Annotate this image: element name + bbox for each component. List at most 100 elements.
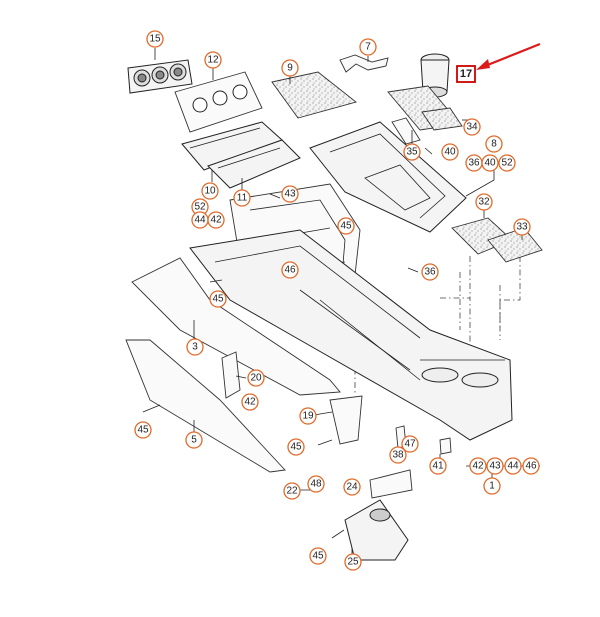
svg-text:41: 41 [432,461,444,472]
callout-38: 38 [389,446,407,464]
svg-text:36: 36 [424,267,436,278]
callout-42a: 42 [207,211,225,229]
svg-text:42: 42 [210,215,222,226]
callout-35: 35 [403,143,421,161]
callout-52a: 52 [498,154,516,172]
svg-text:36: 36 [468,158,480,169]
part-clip-41 [439,437,452,455]
callout-45a: 45 [337,217,355,235]
part-switch-panel [127,59,193,94]
assembly-lines [289,200,521,395]
svg-text:32: 32 [478,197,490,208]
svg-text:44: 44 [507,461,519,472]
callout-3: 3 [186,338,204,356]
callout-46b: 46 [522,457,540,475]
callout-12: 12 [204,51,222,69]
svg-text:5: 5 [191,435,197,446]
part-mat-9 [271,71,357,119]
callout-11: 11 [233,189,251,207]
svg-text:43: 43 [489,461,501,472]
callout-46a: 46 [281,261,299,279]
callout-45c: 45 [134,421,152,439]
part-side-panel-5 [125,339,286,473]
svg-text:45: 45 [312,551,324,562]
svg-text:12: 12 [207,55,219,66]
svg-text:52: 52 [501,158,513,169]
part-bracket-24 [369,469,413,499]
part-mat-34b [421,107,463,131]
svg-text:15: 15 [149,34,161,45]
svg-text:46: 46 [525,461,537,472]
part-tray-35 [391,117,421,145]
callout-42c: 42 [469,457,487,475]
callout-34: 34 [463,118,481,136]
callouts: 15 12 9 7 34 8 35 40 36 40 52 10 11 43 5… [134,30,540,571]
part-gear-shift-base-25 [344,499,409,561]
svg-text:11: 11 [237,193,248,204]
callout-40b: 40 [481,154,499,172]
callout-10: 10 [201,182,219,200]
callout-48: 48 [307,475,325,493]
svg-text:42: 42 [244,397,256,408]
callout-9: 9 [281,59,299,77]
callout-44b: 44 [504,457,522,475]
svg-text:25: 25 [347,557,359,568]
callout-43a: 43 [281,185,299,203]
part-bracket-20 [221,351,241,399]
svg-text:1: 1 [489,481,495,492]
svg-text:33: 33 [516,222,528,233]
callout-45e: 45 [309,547,327,565]
callout-44a: 44 [191,211,209,229]
callout-41: 41 [429,457,447,475]
svg-text:35: 35 [406,147,418,158]
callout-42b: 42 [241,393,259,411]
svg-text:45: 45 [137,425,149,436]
callout-47: 47 [401,435,419,453]
part-upper-console-cover [309,121,467,233]
svg-text:7: 7 [365,42,371,53]
callout-40a: 40 [441,143,459,161]
svg-text:46: 46 [284,265,296,276]
callout-20: 20 [247,369,265,387]
svg-text:40: 40 [444,147,456,158]
callout-33: 33 [513,218,531,236]
part-bracket-7 [339,54,389,73]
svg-text:47: 47 [404,439,416,450]
svg-text:42: 42 [472,461,484,472]
callout-8: 8 [485,135,503,153]
svg-text:45: 45 [340,221,352,232]
callout-7: 7 [359,38,377,56]
svg-text:10: 10 [204,186,216,197]
callout-15: 15 [146,30,164,48]
part-trim-bezel [174,71,263,133]
svg-text:20: 20 [250,373,262,384]
svg-text:3: 3 [192,342,198,353]
svg-text:8: 8 [491,139,497,150]
callout-24: 24 [343,478,361,496]
svg-text:44: 44 [194,215,206,226]
callout-25: 25 [344,553,362,571]
callout-19: 19 [299,407,317,425]
part-main-console [189,229,513,441]
svg-text:45: 45 [212,294,224,305]
svg-text:24: 24 [346,482,358,493]
svg-text:45: 45 [290,442,302,453]
callout-5: 5 [185,431,203,449]
part-storage-tray-11 [207,139,301,189]
callout-36a: 36 [465,154,483,172]
svg-text:40: 40 [484,158,496,169]
callout-22: 22 [283,482,301,500]
svg-text:19: 19 [302,411,314,422]
callout-1: 1 [483,477,501,495]
part-mat-33 [487,227,543,263]
highlight-label: 17 [460,68,472,80]
svg-text:43: 43 [284,189,296,200]
svg-text:22: 22 [286,486,298,497]
callout-43b: 43 [486,457,504,475]
callout-45b: 45 [209,290,227,308]
part-bracket-19 [329,395,363,445]
callout-32: 32 [475,193,493,211]
svg-text:48: 48 [310,479,322,490]
callout-45d: 45 [287,438,305,456]
